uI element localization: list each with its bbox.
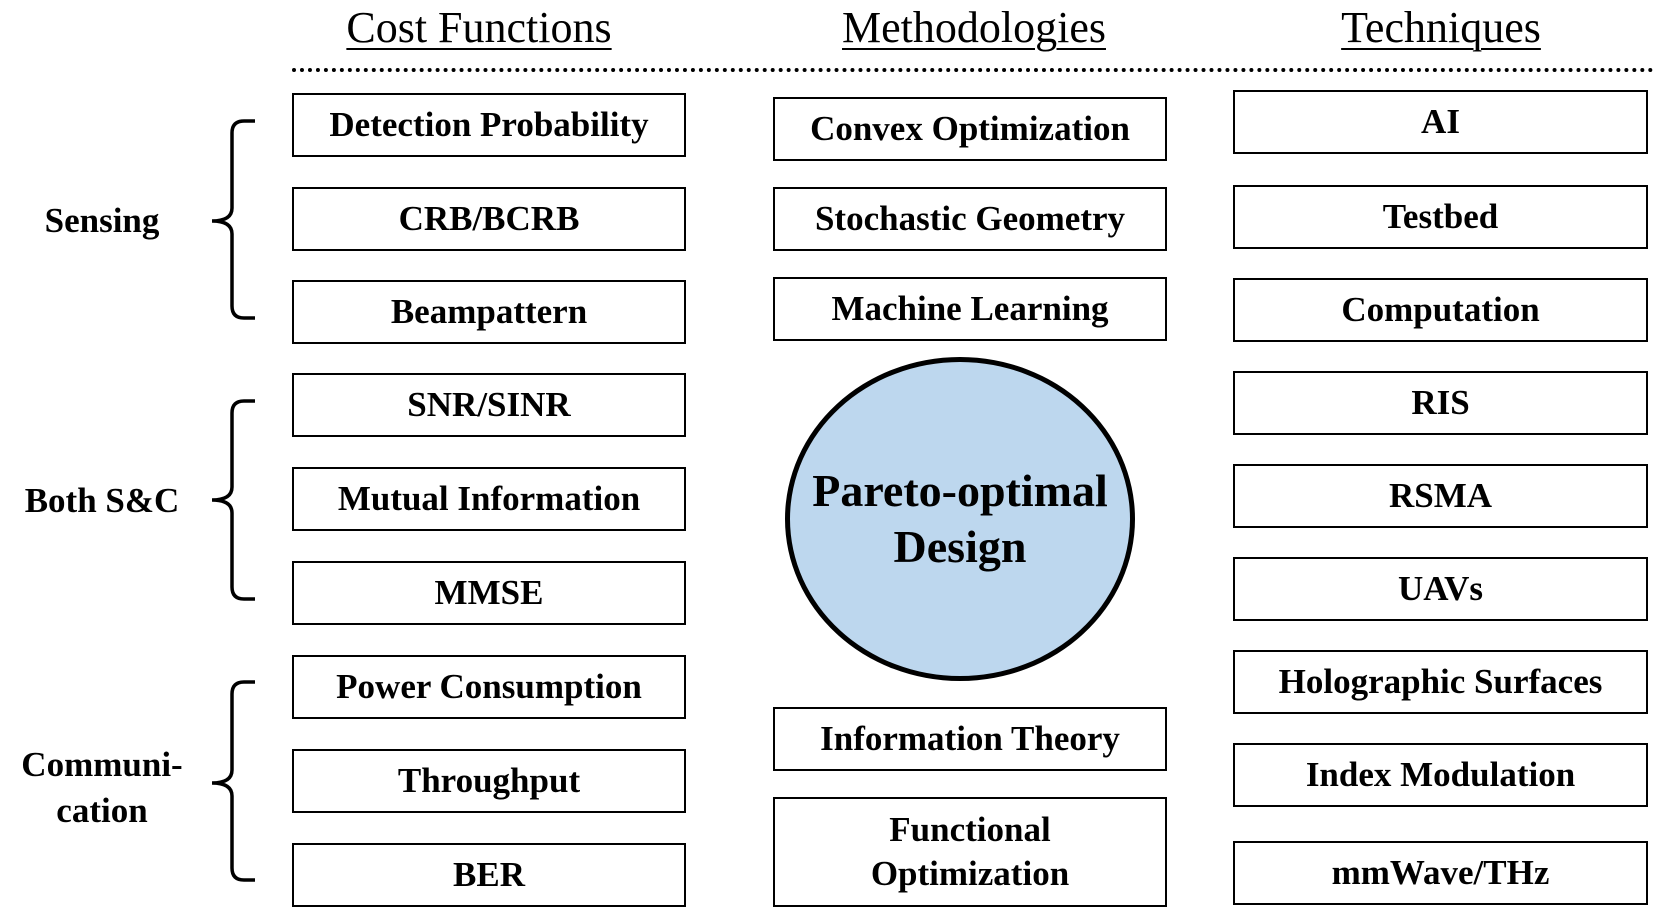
methodology-box: Machine Learning: [773, 277, 1167, 341]
cost-function-box: Detection Probability: [292, 93, 686, 157]
technique-box: Testbed: [1233, 185, 1648, 249]
pareto-optimal-design-circle: Pareto-optimal Design: [785, 357, 1135, 681]
cost-function-box: BER: [292, 843, 686, 907]
brace-both: [211, 399, 255, 601]
methodology-box: Functional Optimization: [773, 797, 1167, 907]
methodology-box: Information Theory: [773, 707, 1167, 771]
cost-function-box: Beampattern: [292, 280, 686, 344]
technique-box: mmWave/THz: [1233, 841, 1648, 905]
technique-box: AI: [1233, 90, 1648, 154]
cost-function-box: Power Consumption: [292, 655, 686, 719]
group-label-both: Both S&C: [24, 481, 180, 520]
header-cost-functions: Cost Functions: [346, 3, 612, 52]
technique-box: RIS: [1233, 371, 1648, 435]
technique-box: Holographic Surfaces: [1233, 650, 1648, 714]
group-label-communication: Communi- cation: [21, 745, 183, 830]
brace-sensing: [211, 119, 255, 320]
technique-box: Index Modulation: [1233, 743, 1648, 807]
cost-function-box: SNR/SINR: [292, 373, 686, 437]
cost-function-box: CRB/BCRB: [292, 187, 686, 251]
methodology-box: Stochastic Geometry: [773, 187, 1167, 251]
technique-box: RSMA: [1233, 464, 1648, 528]
cost-function-box: Mutual Information: [292, 467, 686, 531]
cost-function-box: Throughput: [292, 749, 686, 813]
header-divider: [292, 68, 1654, 72]
technique-box: UAVs: [1233, 557, 1648, 621]
group-label-sensing: Sensing: [44, 201, 160, 240]
header-techniques: Techniques: [1341, 3, 1541, 52]
brace-communication: [211, 680, 255, 882]
technique-box: Computation: [1233, 278, 1648, 342]
cost-function-box: MMSE: [292, 561, 686, 625]
methodology-box: Convex Optimization: [773, 97, 1167, 161]
group-braces: [211, 119, 255, 882]
header-methodologies: Methodologies: [842, 3, 1106, 52]
